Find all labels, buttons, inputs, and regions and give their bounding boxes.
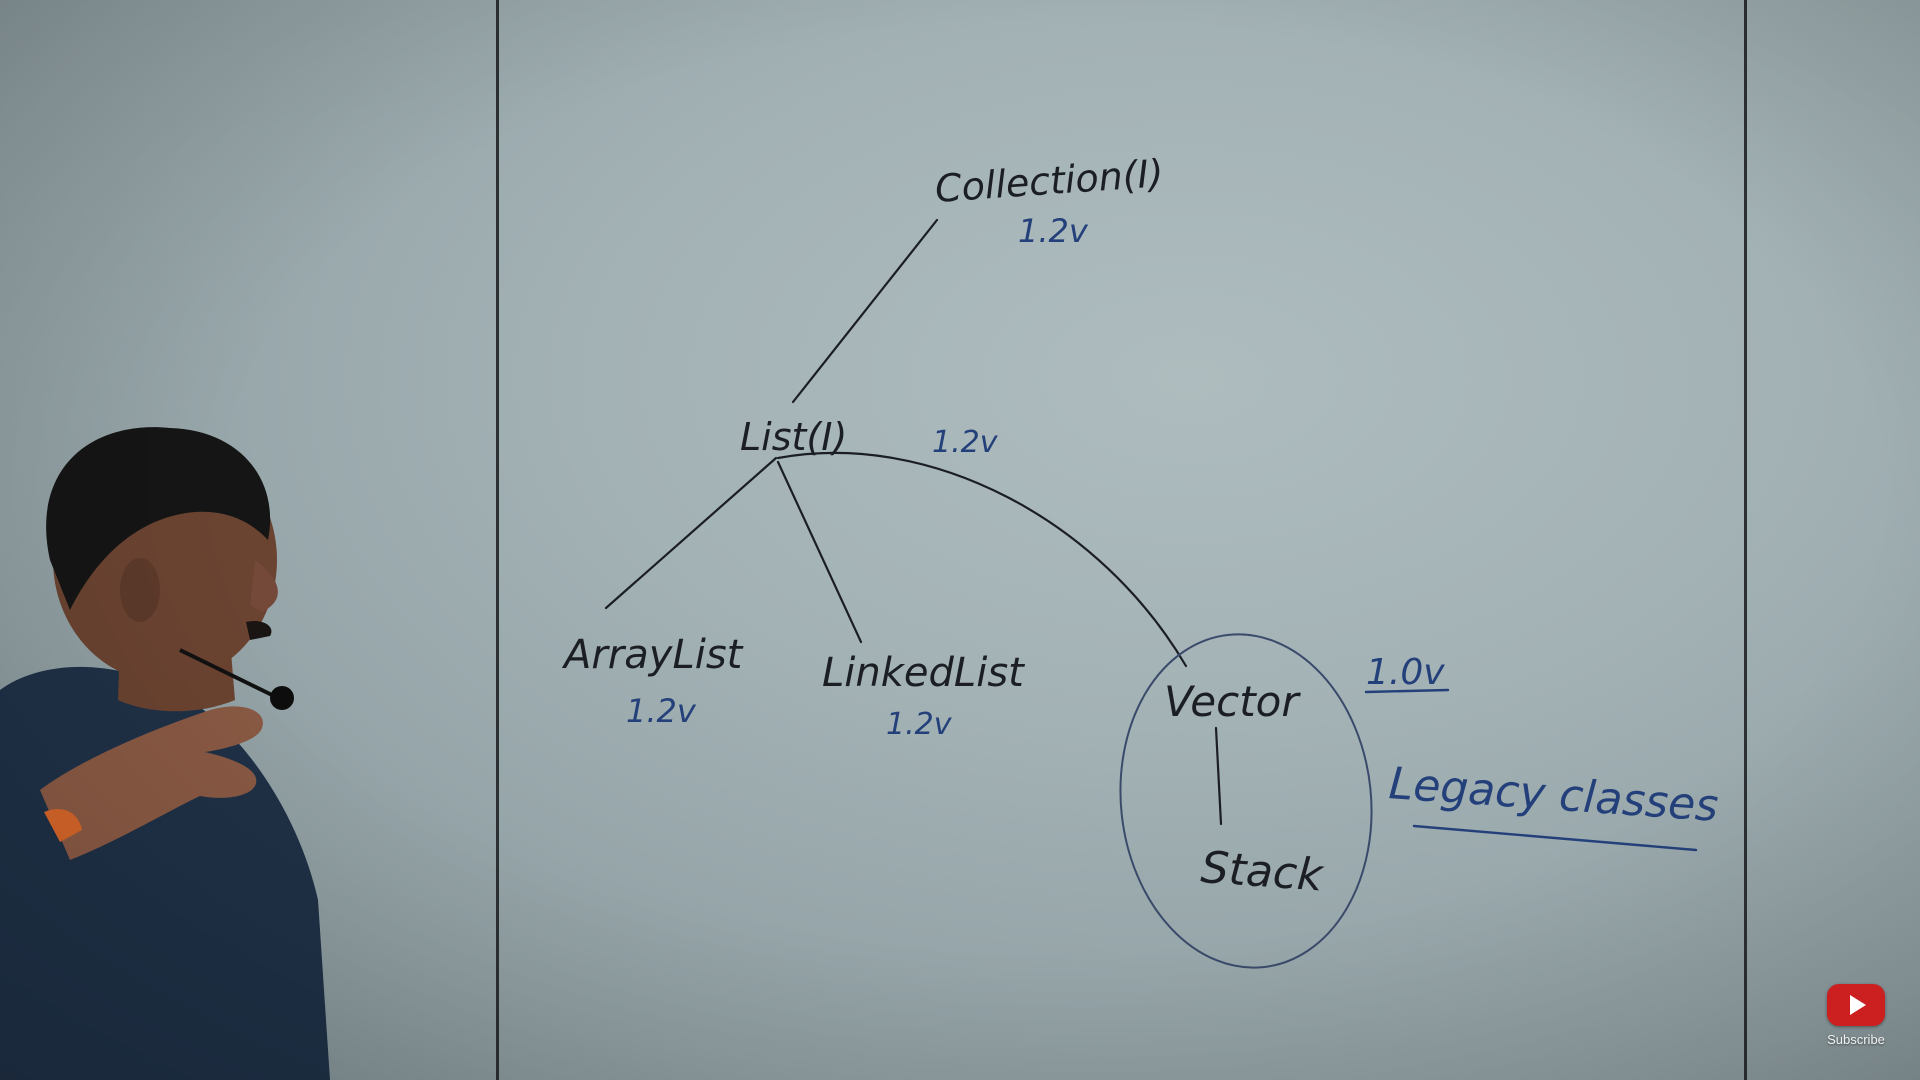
edge-list-vector [776, 451, 1188, 668]
subscribe-label: Subscribe [1827, 1032, 1885, 1047]
board-edge-right [1744, 0, 1747, 1080]
node-arraylist-label: ArrayList [561, 632, 744, 678]
node-collection-version: 1.2v [1018, 212, 1089, 250]
legacy-version-label: 1.0v [1366, 652, 1445, 693]
youtube-play-icon[interactable] [1827, 984, 1885, 1026]
node-vector-label: Vector [1164, 677, 1301, 726]
legacy-group-circle [1119, 633, 1373, 969]
legacy-version-underline [1364, 688, 1450, 694]
presenter-figure [0, 427, 330, 1080]
node-stack-label: Stack [1199, 842, 1326, 901]
node-linkedlist-version: 1.2v [886, 707, 953, 742]
edge-vector-stack [1214, 726, 1223, 826]
board-edge-left [496, 0, 499, 1080]
edge-collection-list [791, 218, 939, 404]
node-list-label: List(I) [740, 415, 847, 459]
edge-list-linkedlist [776, 460, 863, 644]
node-list-version: 1.2v [932, 425, 999, 460]
node-linkedlist-label: LinkedList [822, 650, 1025, 696]
legacy-label-underline [1412, 824, 1698, 852]
node-collection-label: Collection(I) [934, 151, 1165, 211]
edge-list-arraylist [604, 456, 778, 610]
node-arraylist-version: 1.2v [626, 692, 697, 730]
legacy-classes-label: Legacy classes [1387, 758, 1720, 832]
subscribe-badge[interactable]: Subscribe [1822, 984, 1890, 1047]
